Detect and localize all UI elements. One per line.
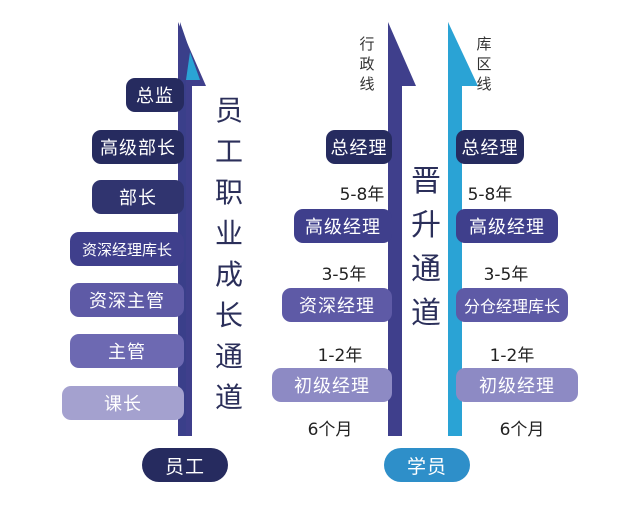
employee-level-senior-manager-warehouse-head: 资深经理库长 <box>70 232 184 266</box>
trainee-footer-pill: 学员 <box>384 448 470 482</box>
admin-line-char: 政 <box>359 55 375 73</box>
admin-level-junior-manager: 初级经理 <box>272 368 392 402</box>
employee-title-char: 成 <box>214 258 243 291</box>
trainee-title-char: 升 <box>411 208 441 243</box>
employee-title-char: 员 <box>214 94 243 127</box>
admin-arrow <box>388 22 416 436</box>
employee-level-minister: 部长 <box>92 180 184 214</box>
admin-duration-6-months: 6个月 <box>307 420 353 440</box>
admin-line-char: 线 <box>359 75 375 93</box>
warehouse-arrow <box>448 22 478 436</box>
admin-level-general-manager: 总经理 <box>326 130 392 164</box>
employee-level-senior-supervisor: 资深主管 <box>70 283 184 317</box>
warehouse-duration-1-2: 1-2年 <box>489 346 535 366</box>
warehouse-level-general-manager: 总经理 <box>456 130 524 164</box>
warehouse-duration-6-months: 6个月 <box>499 420 545 440</box>
admin-line-char: 行 <box>359 35 375 53</box>
trainee-title-char: 通 <box>411 252 441 287</box>
warehouse-duration-5-8: 5-8年 <box>467 185 513 205</box>
employee-title-char: 业 <box>214 217 243 250</box>
employee-title-char: 职 <box>214 176 243 209</box>
admin-level-senior-manager: 高级经理 <box>294 209 392 243</box>
trainee-title-char: 晋 <box>411 164 441 199</box>
warehouse-level-junior-manager: 初级经理 <box>456 368 578 402</box>
employee-footer-pill: 员工 <box>142 448 228 482</box>
admin-duration-5-8: 5-8年 <box>339 185 385 205</box>
employee-level-senior-minister: 高级部长 <box>92 130 184 164</box>
employee-title: 员 工 职 业 成 长 通 道 <box>212 90 246 418</box>
trainee-title: 晋 升 通 道 <box>408 160 444 336</box>
employee-title-char: 通 <box>214 340 243 373</box>
warehouse-level-branch-manager-warehouse-head: 分仓经理库长 <box>456 288 568 322</box>
trainee-title-char: 道 <box>411 296 441 331</box>
employee-arrow-tip-blue <box>186 52 200 80</box>
warehouse-duration-3-5: 3-5年 <box>483 265 529 285</box>
admin-line-label: 行 政 线 <box>357 34 377 94</box>
employee-level-section-chief: 课长 <box>62 386 184 420</box>
employee-level-supervisor: 主管 <box>70 334 184 368</box>
admin-duration-1-2: 1-2年 <box>317 346 363 366</box>
admin-duration-3-5: 3-5年 <box>321 265 367 285</box>
warehouse-level-senior-manager: 高级经理 <box>456 209 558 243</box>
warehouse-line-label: 库 区 线 <box>474 34 494 94</box>
employee-title-char: 长 <box>214 299 243 332</box>
employee-title-char: 工 <box>214 135 243 168</box>
warehouse-line-char: 区 <box>476 55 492 73</box>
warehouse-line-char: 线 <box>476 75 492 93</box>
warehouse-line-char: 库 <box>476 35 492 53</box>
employee-arrow-tip <box>180 22 200 436</box>
employee-level-director: 总监 <box>126 78 184 112</box>
admin-level-senior-manager-deep: 资深经理 <box>282 288 392 322</box>
employee-title-char: 道 <box>214 381 243 414</box>
